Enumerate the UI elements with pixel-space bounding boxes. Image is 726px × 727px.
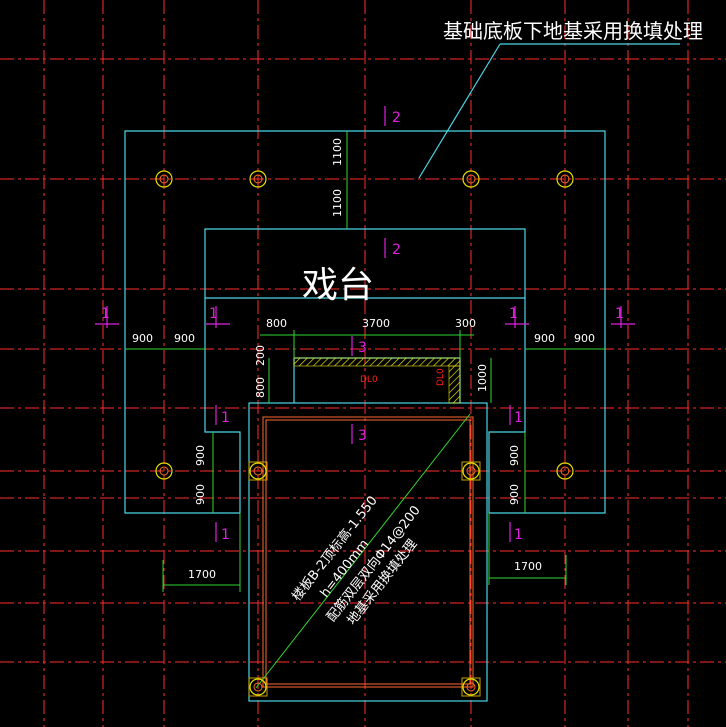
- column-core-icon: [466, 682, 476, 692]
- dim-text: 1700: [188, 568, 216, 581]
- dl-labels: DL0 DL0: [360, 368, 446, 386]
- column-core-icon: [253, 466, 263, 476]
- dim-text: 3700: [362, 317, 390, 330]
- column-bases: [248, 461, 481, 697]
- slab-diagonal: [255, 413, 471, 689]
- dim-text: 200: [254, 345, 267, 366]
- dim-text: 300: [455, 317, 476, 330]
- dim-text: 900: [508, 445, 521, 466]
- dim-text: 1000: [476, 364, 489, 392]
- slab-inner-rect: [262, 416, 474, 688]
- dimension-lines: [125, 131, 605, 592]
- dim-text: 900: [508, 484, 521, 505]
- dim-text: 800: [266, 317, 287, 330]
- section-number: 1: [101, 306, 110, 322]
- column-core-icon: [466, 466, 476, 476]
- column-core-icon: [253, 682, 263, 692]
- section-number: 3: [358, 340, 367, 356]
- columns-inner: [159, 174, 570, 692]
- dim-text: 900: [194, 445, 207, 466]
- column-base-icon: [248, 461, 268, 481]
- dl-label: DL0: [360, 375, 378, 385]
- slab-inner: [262, 416, 474, 688]
- column-base-icon: [461, 461, 481, 481]
- pit-hatch-top: [293, 357, 461, 367]
- leader-diagonal: [418, 43, 501, 179]
- dimension-numbers: 1100 1100 900 900 900 900 800 3700 300 2…: [132, 138, 595, 581]
- column-circle-icon: [556, 170, 574, 188]
- dim-text: 1700: [514, 560, 542, 573]
- column-core-icon: [466, 174, 476, 184]
- column-circle-icon: [155, 170, 173, 188]
- dim-text: 1100: [331, 138, 344, 166]
- column-circle-icon: [155, 462, 173, 480]
- section-number: 1: [615, 306, 624, 322]
- column-circle-icon: [462, 678, 480, 696]
- section-number: 1: [221, 527, 230, 543]
- section-number: 1: [514, 527, 523, 543]
- column-core-icon: [159, 174, 169, 184]
- column-circle-icon: [249, 462, 267, 480]
- slab-inner-rect-2: [265, 419, 471, 685]
- slab-note: 楼板B-2顶标高-1.550 h=400mm 配筋双层双向Φ14@200 地基采…: [289, 493, 424, 628]
- dl-label: DL0: [436, 368, 446, 386]
- pit-hatch: [293, 357, 461, 404]
- column-core-icon: [159, 466, 169, 476]
- section-number: 2: [392, 242, 401, 258]
- column-circle-icon: [249, 170, 267, 188]
- dim-text: 800: [254, 377, 267, 398]
- column-base-icon: [461, 677, 481, 697]
- columns-outer: [155, 170, 574, 696]
- section-number: 1: [221, 410, 230, 426]
- inner-outline: [204, 228, 526, 298]
- section-number: 1: [209, 306, 218, 322]
- column-core-icon: [560, 466, 570, 476]
- column-base-icon: [248, 677, 268, 697]
- column-circle-icon: [249, 678, 267, 696]
- column-circle-icon: [462, 462, 480, 480]
- dim-text: 900: [574, 332, 595, 345]
- column-circle-icon: [462, 170, 480, 188]
- leader-annotation: 基础底板下地基采用换填处理: [443, 19, 703, 43]
- section-number: 2: [392, 110, 401, 126]
- section-number: 1: [514, 410, 523, 426]
- dim-text: 900: [132, 332, 153, 345]
- dim-text: 900: [174, 332, 195, 345]
- section-numbers: 2 2 3 3 1 1 1 1 1 1 1 1: [101, 110, 624, 543]
- section-number: 1: [509, 306, 518, 322]
- outer-outline: [124, 130, 606, 514]
- slab-outline: [248, 402, 488, 702]
- column-core-icon: [560, 174, 570, 184]
- column-core-icon: [253, 174, 263, 184]
- stage-title: 戏台: [302, 265, 374, 306]
- section-marks: [95, 106, 635, 542]
- foundation-outline: [124, 43, 680, 702]
- column-circle-icon: [556, 462, 574, 480]
- dim-text: 900: [194, 484, 207, 505]
- pit-hatch-right: [448, 365, 461, 404]
- dim-text: 900: [534, 332, 555, 345]
- dim-text: 1100: [331, 189, 344, 217]
- section-number: 3: [358, 428, 367, 444]
